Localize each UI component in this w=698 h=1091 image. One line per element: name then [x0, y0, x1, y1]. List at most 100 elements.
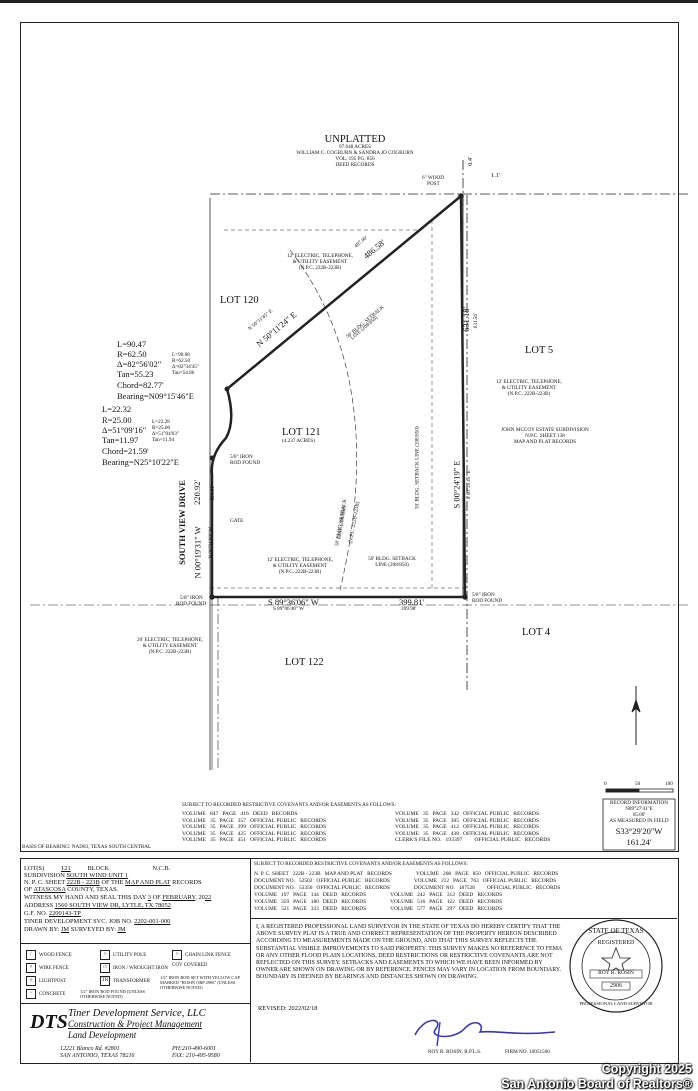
recorded-right-heading: SUBJECT TO RECORDED RESTRICTIVE COVENANT…: [254, 861, 468, 867]
legend-divider: [20, 1003, 250, 1004]
address-row: ADDRESS 1560 SOUTH VIEW DR, LYTLE, TX 78…: [24, 902, 171, 909]
company-logo: DTS: [30, 1011, 68, 1033]
right-dim: 631.18': [461, 307, 471, 332]
lot-121-acres: (4.237 ACRES): [282, 438, 315, 444]
basis-of-bearing: BASIS OF BEARING: NAD83, TEXAS SOUTH CEN…: [22, 844, 152, 850]
record-info-1: RECORD INFORMATION: [609, 800, 669, 806]
curve2-small-tan: Tan=11.94: [152, 437, 175, 443]
bottom-dim: 399.81': [399, 597, 424, 607]
easement-bottom-1: 12' ELECTRIC, TELEPHONE,: [267, 557, 333, 563]
easement-right-3: (N.P.C. 222B-223B): [507, 391, 551, 397]
plat-frame: [20, 22, 679, 852]
easement-top-3: (N.P.C. 222B-223B): [298, 265, 342, 271]
legend-chain-link: ○CHAIN LINK FENCE: [172, 950, 231, 960]
easement-20-1: 20' ELECTRIC, TELEPHONE,: [137, 637, 203, 643]
wood-fence-icon: /: [26, 950, 36, 960]
iron-rod-bl-2: ROD FOUND: [176, 601, 207, 607]
surveyor-seal: [569, 919, 663, 1013]
legend-rod-found: 1/2" IRON ROD FOUND (UNLESS OTHERWISE NO…: [80, 989, 145, 999]
revised-date: REVISED: 2022/02/18: [258, 1005, 318, 1012]
unplatted-owners: WILLIAM C. COGBURN & SANDRA JO COGBURN: [296, 150, 414, 156]
certification-text: I, A REGISTERED PROFESSIONAL LAND SURVEY…: [256, 924, 562, 981]
lightpost-icon: ☼: [26, 976, 36, 986]
company-fax: FAX: 210-495-9580: [172, 1053, 220, 1059]
curve1-l: L=90.47: [117, 339, 147, 349]
right-bearing: S 00°24'19" E: [451, 460, 462, 509]
plat-drawing: [30, 160, 690, 851]
lot-4-label: LOT 4: [522, 627, 551, 638]
title-block-frame: [20, 858, 679, 1064]
company-line3: Land Development: [68, 1030, 137, 1040]
curve2-delta: Δ=51°09'16": [102, 425, 147, 435]
legend-wood-fence: /WOOD FENCE: [26, 950, 72, 960]
recorded-heading: SUBJECT TO RECORDED RESTRICTIVE COVENANT…: [182, 802, 396, 808]
left-bearing: N 00°19'31" W: [192, 526, 203, 579]
curve2-tan: Tan=11.97: [102, 435, 139, 445]
left-dim: 220.92': [192, 480, 202, 505]
easement-top-1: 12' ELECTRIC, TELEPHONE,: [287, 253, 353, 259]
easement-20-3: (N.P.C. 222B-223B): [148, 649, 192, 655]
surveyor-name: ROY R. ROSIN, R.P.L.S.: [428, 1049, 482, 1055]
company-line2: Construction & Project Management: [68, 1019, 202, 1029]
curve2-small-l: L=22.28: [152, 419, 170, 425]
seal-mid: REGISTERED: [597, 940, 635, 946]
seal-name: ROY R. ROSIN: [598, 970, 634, 976]
seal-number: 2906: [610, 983, 622, 989]
bottom-bearing-inner: S 89°06'40" W: [273, 606, 304, 612]
record-info-3: 65.00': [632, 812, 646, 818]
iron-rod-top-1: 5/8" IRON: [230, 454, 253, 460]
scale-0: 0: [604, 781, 607, 787]
easement-right-1: 12' ELECTRIC, TELEPHONE,: [496, 379, 562, 385]
setback-mid-1: 50' BLDG. SETBACK: [368, 556, 416, 562]
wire-fence-icon: ×: [26, 963, 36, 973]
lot-5-label: LOT 5: [525, 345, 554, 356]
left-dim-inner: 221.01': [209, 485, 216, 501]
unplatted-vol: VOL. 195 PG. 856: [335, 156, 375, 162]
right-dim-inner: 631.56': [472, 313, 479, 329]
iron-rod-bl-1: 5/8" IRON: [180, 595, 203, 601]
lot-122-label: LOT 122: [285, 657, 324, 668]
record-info-2: N89°27'41"E: [625, 806, 653, 812]
right-bearing-inner: S 00°25'45" E: [465, 470, 472, 500]
gf-row: G.F. NO. 2200143-TP: [24, 910, 81, 917]
scale-100: 100: [665, 781, 673, 787]
curve1-small-r: R=62.50: [172, 358, 191, 364]
curve2-l: L=22.32: [102, 404, 132, 414]
curve1-small-delta: Δ=82°34'45": [172, 364, 199, 370]
curve2-r: R=25.00: [102, 415, 132, 425]
concrete-icon: ▫: [26, 989, 36, 999]
legend-iron: □IRON / WROUGHT IRON: [100, 963, 168, 973]
record-info-4: AS MEASURED IN FIELD: [609, 818, 669, 824]
estate-1: JOHN MCCOY ESTATE SUBDIVISION: [501, 427, 589, 433]
seal-top: STATE OF TEXAS: [588, 927, 644, 935]
scale-50: 50: [635, 781, 641, 787]
company-name: Tiner Development Service, LLC: [68, 1008, 206, 1019]
wood-post-label: 6" WOOD: [422, 175, 445, 181]
lot-120-label: LOT 120: [220, 295, 259, 306]
easement-right-2: & UTILITY EASEMENT: [501, 385, 557, 391]
firm-number: FIRM NO. 10051500: [505, 1049, 550, 1055]
curve1-small-tan: Tan=54.86: [172, 370, 195, 376]
dim-11: 1.1': [491, 172, 501, 179]
legend-concrete: ▫CONCRETE: [26, 989, 65, 999]
setback-mid-2: LINE (208/850): [375, 562, 409, 568]
legend-lightpost: ☼LIGHTPOST: [26, 976, 66, 986]
road-label: SOUTH VIEW DRIVE: [176, 480, 187, 565]
legend-rod-set: 1/2" IRON ROD SET WITH YELLOW CAP MARKED…: [160, 975, 240, 990]
